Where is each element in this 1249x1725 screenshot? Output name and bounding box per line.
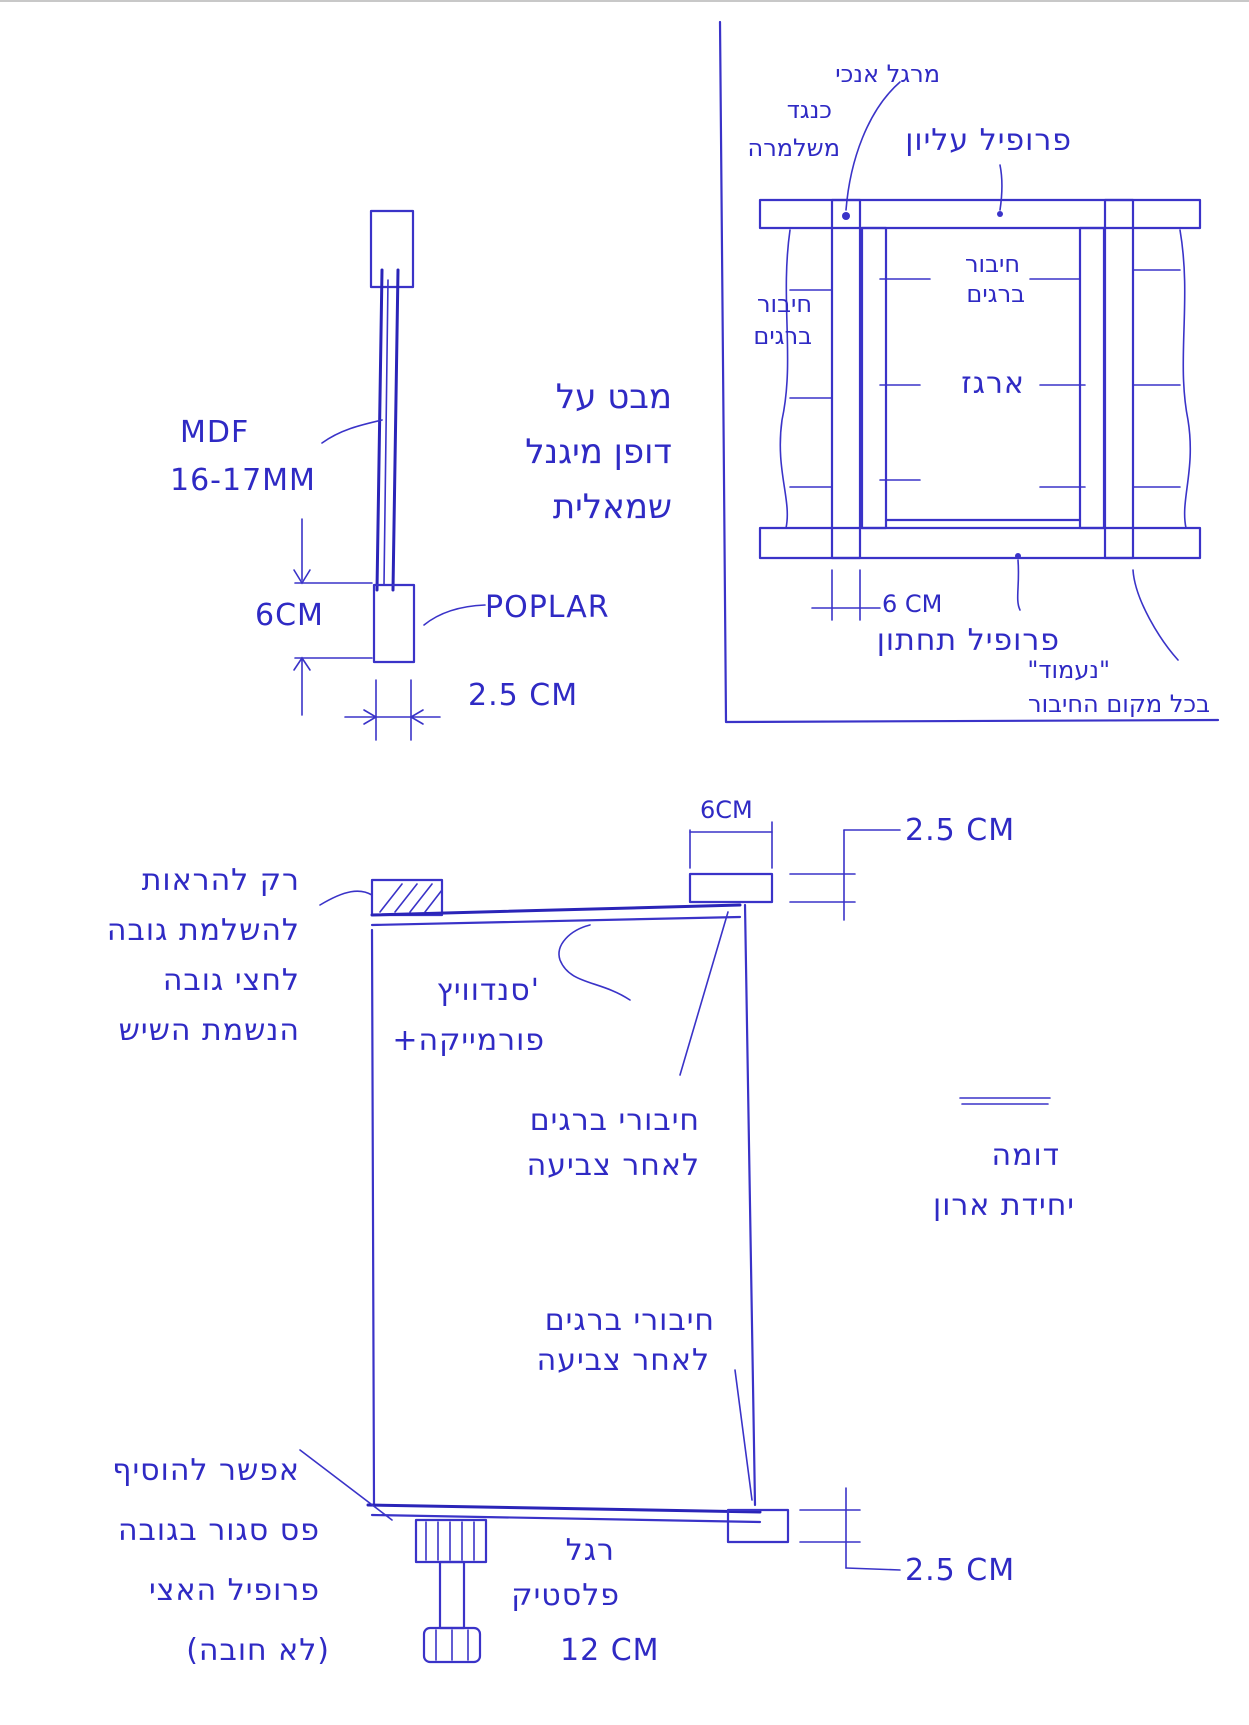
panel-label-line1: סנדוויץ' [437,973,540,1008]
hatch-3 [409,883,433,913]
joint-bottom-line2: לאחר צביעה [537,1343,710,1378]
leg-foot [422,1626,482,1664]
mdf-label: MDF [180,415,249,450]
joint-bottom-line1: חיבורי ברגים [545,1303,715,1338]
top-rail-label: פרופיל עליון [905,123,1072,158]
hatch-4 [424,889,443,913]
mdf-thickness-label: 16-17MM [170,463,316,498]
panel-label-leader [558,924,631,1001]
leg-label-line1: רגל [566,1533,615,1568]
cabinet-drawing: רק להראות להשלמת גובה לחצי גובה הנשמת הש… [107,796,1075,1668]
screw-dot-left [842,212,850,220]
mdf-panel-left-edge [375,268,384,592]
bottom-rail-leader [1016,559,1021,611]
bottom-edge-1 [366,1503,762,1514]
right-wall-wavy [1179,229,1192,529]
joint-left-line1: חיבור [757,290,812,318]
bottom-note-line1: "נעמוד" [1027,656,1110,684]
joint-top-leader [679,911,729,1076]
bottom-edge-2 [370,1513,762,1524]
width-dim-arrowhead-right [409,709,424,725]
bottom-rail [758,526,1202,560]
joint-left-line2: ברגים [753,322,812,350]
top-note-line3: משלמרה [748,134,840,162]
top-rail-leader [999,164,1003,211]
joint-top-line2: לאחר צביעה [527,1148,700,1183]
top-left-note-line3: לחצי גובה [163,963,300,998]
bottom-left-note-leader [299,1449,393,1521]
left-side [370,928,376,1507]
mdf-panel-hatch [383,279,389,586]
poplar-block [372,583,416,664]
bottom-left-note-line2: פס סגור בגובה [118,1513,320,1548]
side-note-line2: דופן מיגנל [525,432,672,472]
bottom-block-height-label: 2.5 CM [905,1553,1015,1588]
bottom-note-line2: בכל מקום החיבור [1028,690,1210,718]
front-view-frame [718,20,1220,724]
center-label: ארגז [961,366,1025,401]
bottom-left-note-line1: אפשר להוסיף [112,1453,300,1488]
joint-upper-line2: ברגים [966,280,1025,308]
side-section-drawing: MDF 16-17MM POPLAR 6CM 2.5 CM מבט על דופ… [170,209,672,741]
screw-dot-top [997,211,1003,217]
side-note-line2: יחידת ארון [933,1188,1075,1223]
front-view-drawing: מרגל אנכי כנגד משלמרה פרופיל עליון חיבור… [718,20,1220,724]
bottom-rail-label: פרופיל תחתון [877,623,1060,658]
width-dim-label: 2.5 CM [468,678,578,713]
top-left-note-line4: הנשמת השיש [119,1013,300,1048]
top-left-note-line2: להשלמת גובה [107,913,300,948]
bottom-right-block [726,1508,790,1544]
joint-upper-line1: חיבור [965,250,1020,278]
left-wall-wavy [779,229,791,529]
side-note-line1: מבט על [556,377,672,417]
top-note-line1: מרגל אנכי [835,60,940,88]
top-note-leader [845,81,901,211]
struck-word [959,1097,1051,1105]
top-note-line2: כנגד [787,96,832,124]
leg-height-label: 12 CM [560,1633,660,1668]
top-block-height-label: 2.5 CM [905,813,1015,848]
screw-dot-bottom [1015,553,1021,559]
top-left-note-leader [319,890,373,906]
front-width-dim-label: 6 CM [882,590,942,618]
top-left-note-line1: רק להראות [142,863,300,898]
left-post-outer [830,198,862,560]
poplar-label: POPLAR [485,590,610,625]
leg-label-line2: פלסטיק [511,1578,620,1613]
right-side [743,903,757,1507]
poplar-leader [423,604,486,626]
top-right-block [688,872,774,904]
top-block-width-label: 6CM [700,796,753,824]
width-dim-arrowhead-left [363,709,378,725]
right-post-inner [1078,226,1106,530]
mdf-top-block [369,209,415,289]
top-edge-1 [370,903,742,917]
top-edge-2 [370,915,742,927]
hatch-1 [379,883,403,913]
side-note-line3: שמאלית [553,487,672,527]
hatch-2 [394,883,418,913]
bottom-left-note-line3: פרופיל האצי [149,1573,320,1608]
bottom-left-note-line4: (לא חובה) [186,1633,330,1668]
mdf-leader [321,419,383,444]
bottom-h-leader [845,1567,901,1571]
joint-top-line1: חיבורי ברגים [530,1103,700,1138]
panel-label-line2: +פורמייקה [392,1023,545,1058]
mdf-panel-right-edge [391,268,400,592]
joint-bottom-leader [734,1369,753,1501]
left-post-inner [860,226,888,530]
bottom-note-leader [1132,569,1179,661]
side-note-line1: דומה [991,1138,1060,1173]
top-rail [758,198,1202,230]
height-dim-label: 6CM [255,598,324,633]
